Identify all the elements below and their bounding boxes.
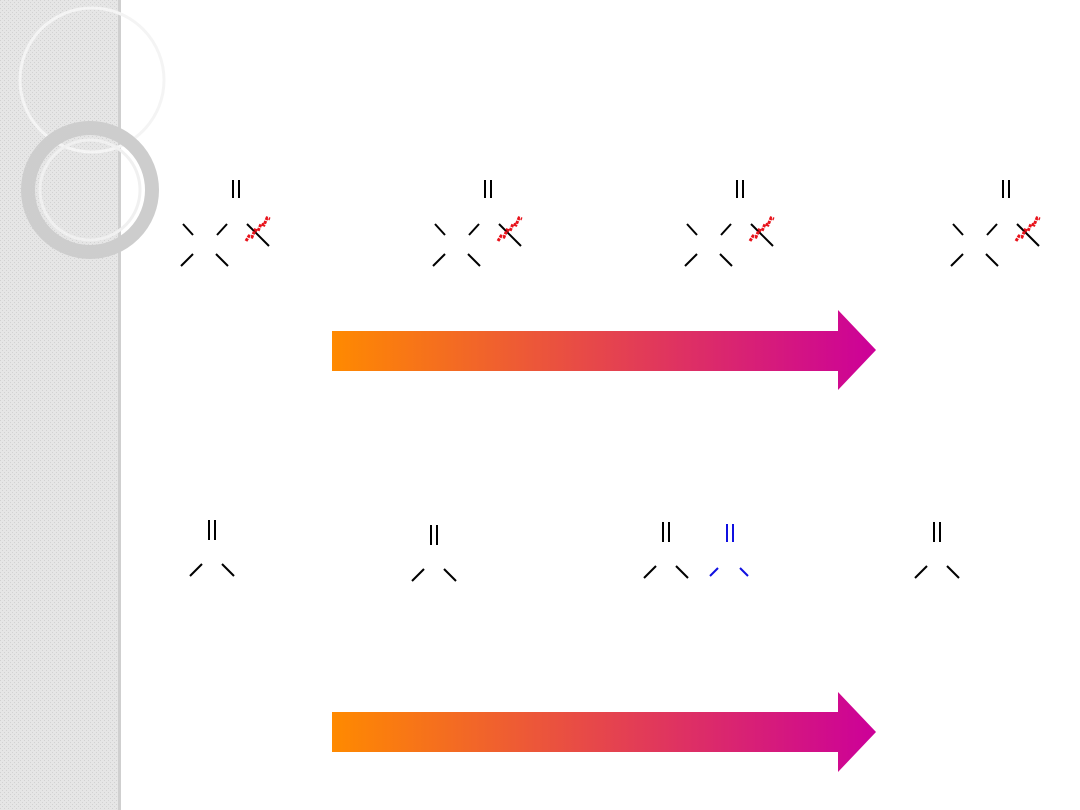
bond-line — [643, 565, 657, 579]
bond-line — [443, 568, 457, 582]
bond-line — [468, 223, 480, 236]
top-row-structures — [180, 180, 1041, 267]
bond-line — [246, 223, 270, 247]
bond-line — [221, 563, 235, 577]
bond-line — [686, 223, 698, 236]
decorative-ring-small — [21, 121, 159, 259]
top-structure-1 — [180, 180, 271, 267]
bond-line — [434, 223, 446, 236]
bond-line — [182, 223, 194, 236]
arrow-bottom — [332, 692, 876, 772]
bond-line — [432, 253, 446, 267]
broken-bond-mark — [244, 216, 271, 242]
arrow-top — [332, 310, 876, 390]
bond-line — [986, 223, 998, 236]
bond-line — [719, 253, 733, 267]
bond-line — [914, 565, 928, 579]
bond-line — [684, 253, 698, 267]
broken-bond-mark — [496, 216, 523, 242]
bond-line — [467, 253, 481, 267]
bond-line — [952, 223, 964, 236]
bottom-structure-3 — [643, 522, 749, 579]
decorative-ring-large — [18, 6, 166, 154]
blue-bond-line — [739, 567, 749, 577]
top-structure-4 — [950, 180, 1041, 267]
bond-line — [985, 253, 999, 267]
bond-line — [216, 223, 228, 236]
bond-line — [946, 565, 960, 579]
bond-line — [1016, 223, 1040, 247]
top-structure-3 — [684, 180, 775, 267]
bond-line — [411, 568, 425, 582]
bond-line — [950, 253, 964, 267]
bottom-structure-1 — [189, 520, 235, 577]
bond-line — [189, 563, 203, 577]
bond-line — [675, 565, 689, 579]
broken-bond-mark — [748, 216, 775, 242]
top-structure-2 — [432, 180, 523, 267]
bottom-structure-2 — [411, 525, 457, 582]
bond-line — [720, 223, 732, 236]
bond-line — [498, 223, 522, 247]
bond-line — [215, 253, 229, 267]
bond-line — [750, 223, 774, 247]
bottom-row-structures — [189, 520, 960, 582]
bond-line — [180, 253, 194, 267]
sidebar-panel — [0, 0, 166, 810]
bottom-structure-4 — [914, 522, 960, 579]
broken-bond-mark — [1014, 216, 1041, 242]
blue-bond-line — [709, 567, 719, 577]
